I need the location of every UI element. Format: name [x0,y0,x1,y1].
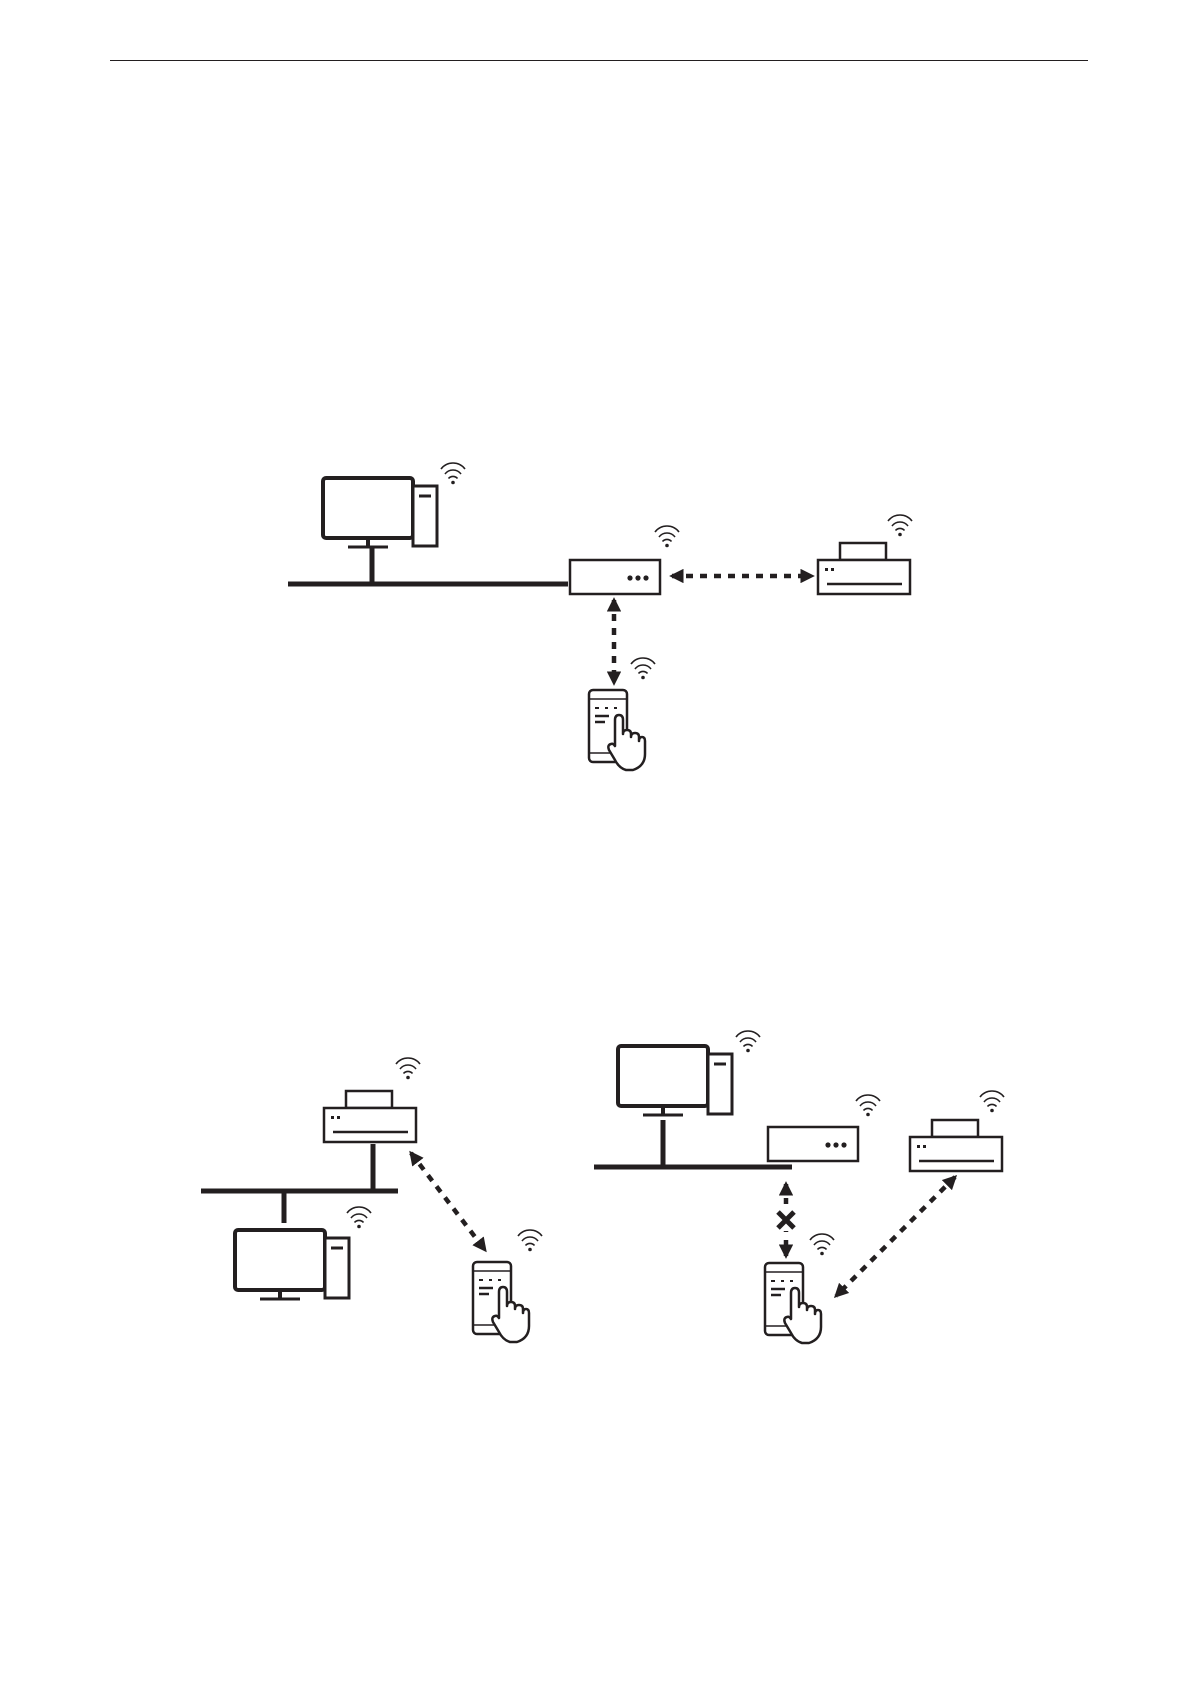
wifi-icon [396,1058,420,1079]
wireless-link-printer-smartphone [836,1177,955,1296]
wifi-icon [518,1230,542,1251]
printer-icon [324,1091,416,1142]
wireless-router-icon [570,560,660,594]
wifi-icon [980,1091,1004,1112]
printer-icon [818,543,910,594]
wifi-icon [441,463,465,484]
wifi-icon [888,515,912,536]
diagram-direct-connection-wired-printer [201,1058,542,1342]
smartphone-icon [589,690,645,770]
diagram-direct-connection-router-blocked [594,1031,1004,1343]
wifi-icon [631,658,655,679]
wifi-icon [736,1031,760,1052]
wireless-link-printer-smartphone [411,1153,485,1250]
desktop-computer-icon [323,478,437,547]
wifi-icon [655,526,679,547]
desktop-computer-icon [235,1230,349,1299]
wireless-router-icon [768,1127,858,1161]
diagram-infrastructure-mode [288,463,912,770]
wifi-icon [856,1095,880,1116]
desktop-computer-icon [618,1046,732,1115]
printer-icon [910,1120,1002,1171]
wifi-icon [810,1234,834,1255]
wifi-icon [347,1207,371,1228]
smartphone-icon [765,1263,821,1343]
cross-icon [775,1209,797,1231]
smartphone-icon [473,1262,529,1342]
